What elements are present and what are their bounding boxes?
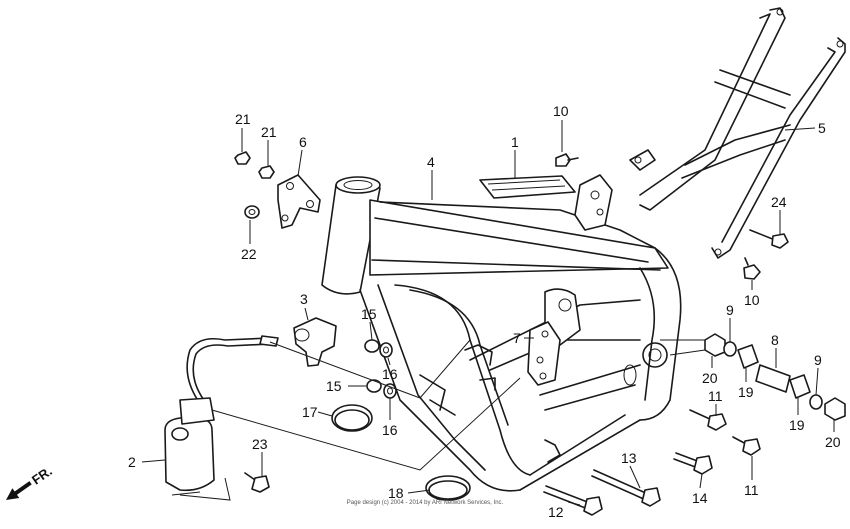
callout-13: 13 xyxy=(621,450,637,466)
clamp-bands xyxy=(331,404,471,501)
callout-23: 23 xyxy=(252,436,268,452)
callout-14: 14 xyxy=(692,490,708,506)
callout-24: 24 xyxy=(771,194,787,210)
callout-3: 3 xyxy=(300,291,308,307)
callout-21-upper: 21 xyxy=(235,111,251,127)
rear-subframe xyxy=(629,7,846,259)
callout-2: 2 xyxy=(128,454,136,470)
callout-16-upper: 16 xyxy=(382,366,398,382)
callout-7: 7 xyxy=(513,330,521,346)
callout-9-right: 9 xyxy=(814,352,822,368)
callout-8: 8 xyxy=(771,332,779,348)
callout-labels: 21 21 6 22 4 1 10 5 24 10 3 15 16 15 16 … xyxy=(128,103,841,520)
callout-12: 12 xyxy=(548,504,564,520)
callout-21-lower: 21 xyxy=(261,124,277,140)
callout-9-left: 9 xyxy=(726,302,734,318)
engine-hanger-plate xyxy=(277,174,321,229)
callout-20-left: 20 xyxy=(702,370,718,386)
callout-15-upper: 15 xyxy=(361,306,377,322)
callout-19-left: 19 xyxy=(738,384,754,400)
callout-6: 6 xyxy=(299,134,307,150)
ignition-coil xyxy=(164,335,279,496)
callout-4: 4 xyxy=(427,154,435,170)
plug-cap xyxy=(293,317,337,367)
callout-16-lower: 16 xyxy=(382,422,398,438)
copyright-notice: Page design (c) 2004 - 2014 by ARI Netwo… xyxy=(346,500,504,506)
callout-19-right: 19 xyxy=(789,417,805,433)
frame-plate xyxy=(479,175,576,199)
callout-1: 1 xyxy=(511,134,519,150)
callout-10-upper: 10 xyxy=(553,103,569,119)
main-frame xyxy=(321,174,682,492)
callout-20-right: 20 xyxy=(825,434,841,450)
fasteners xyxy=(234,151,846,516)
callout-18: 18 xyxy=(388,485,404,501)
callout-15-lower: 15 xyxy=(326,378,342,394)
callout-5: 5 xyxy=(818,120,826,136)
callout-11-lower: 11 xyxy=(744,482,759,498)
callout-17: 17 xyxy=(302,404,318,420)
callout-10-lower: 10 xyxy=(744,292,760,308)
callout-11-upper: 11 xyxy=(708,388,723,404)
leader-lines xyxy=(141,120,835,506)
callout-22: 22 xyxy=(241,246,257,262)
engine-hanger-plate-lower xyxy=(527,321,561,386)
fr-label: FR. xyxy=(29,463,55,487)
front-arrow-icon xyxy=(6,481,32,500)
